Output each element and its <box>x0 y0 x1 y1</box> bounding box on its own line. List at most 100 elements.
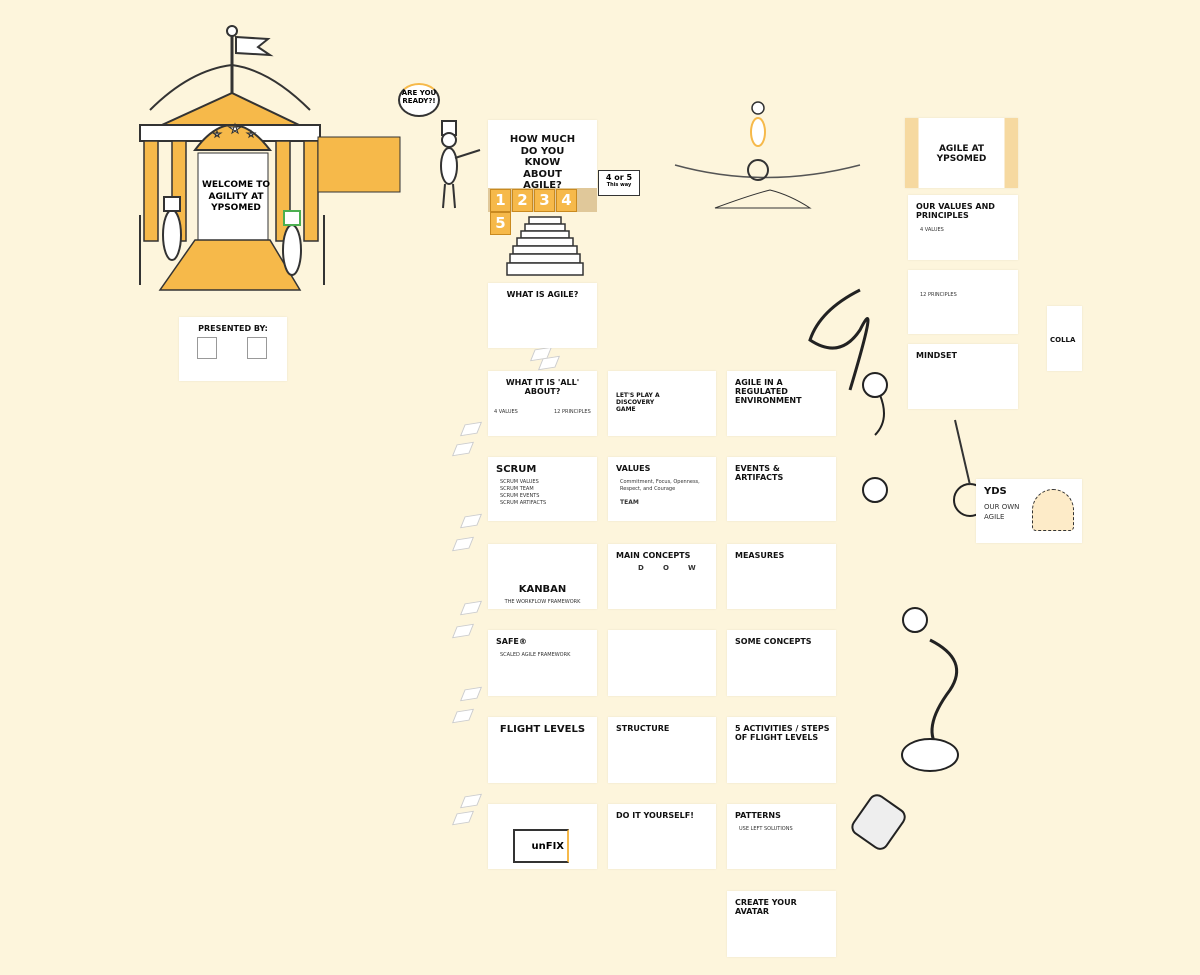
rating-3[interactable]: 3 <box>534 189 555 212</box>
card-title: EVENTS & ARTIFACTS <box>735 464 784 483</box>
safe-card[interactable]: SAFe® SCALED AGILE FRAMEWORK <box>488 630 597 696</box>
yds-card[interactable]: YDS OUR OWN AGILE <box>976 479 1082 543</box>
flight-levels-activities-card[interactable]: 5 ACTIVITIES / STEPS of FLIGHT LEVELS <box>727 717 836 783</box>
left-label: 4 VALUES <box>494 409 518 415</box>
kanban-main-concepts-card[interactable]: MAIN CONCEPTS D O W <box>608 544 716 609</box>
mindset-card[interactable]: MINDSET <box>908 344 1018 409</box>
presenter-photo <box>247 337 267 359</box>
sticky-note[interactable] <box>459 686 483 702</box>
card-title: YDS <box>984 486 1007 497</box>
unicycle-tightrope-illustration <box>674 101 861 209</box>
flight-levels-card[interactable]: FLIGHT LEVELS <box>488 717 597 783</box>
presented-by-title: PRESENTED BY: <box>198 324 268 333</box>
sticky-note[interactable] <box>451 708 475 724</box>
card-title: AGILE IN A REGULATED ENVIRONMENT <box>735 378 802 406</box>
card-title: LET'S PLAY A DISCOVERY GAME <box>616 392 660 413</box>
card-title: 5 ACTIVITIES / STEPS of FLIGHT LEVELS <box>735 724 830 743</box>
card-title: SAFe® <box>496 637 527 646</box>
team-label: TEAM <box>620 499 639 506</box>
card-subtitle: Commitment, Focus, Openness, Respect, an… <box>620 479 700 492</box>
ringmaster-illustration <box>440 120 481 209</box>
card-title: STRUCTURE <box>616 724 670 733</box>
welcome-title: WELCOME TO AGILITY AT YPSOMED <box>201 180 271 214</box>
scrum-topic: SCRUM VALUES <box>500 479 539 485</box>
regulated-environment-card[interactable]: AGILE IN A REGULATED ENVIRONMENT <box>727 371 836 436</box>
card-title: AGILE AT YPSOMED <box>936 144 987 165</box>
presented-by-card[interactable]: PRESENTED BY: <box>179 317 287 381</box>
card-title: FLIGHT LEVELS <box>499 724 586 735</box>
scrum-topic: SCRUM ARTIFACTS <box>500 500 547 506</box>
card-subtitle: 4 VALUES <box>920 227 944 233</box>
scrum-values-card[interactable]: VALUES Commitment, Focus, Openness, Respe… <box>608 457 716 521</box>
card-title: WHAT IS AGILE? <box>506 290 579 299</box>
card-title: WHAT IT IS 'ALL' ABOUT? <box>505 378 580 397</box>
sticky-note[interactable] <box>451 536 475 552</box>
kanban-card[interactable]: KANBAN THE WORKFLOW FRAMEWORK <box>488 544 597 609</box>
card-title: KANBAN <box>518 584 567 595</box>
sticky-note[interactable] <box>459 793 483 809</box>
kanban-measures-card[interactable]: MEASURES <box>727 544 836 609</box>
safe-big-picture-card[interactable] <box>608 630 716 696</box>
card-subtitle: SCALED AGILE FRAMEWORK <box>500 652 571 658</box>
presenter-photo <box>197 337 217 359</box>
sign-sub: This way <box>606 182 632 188</box>
card-title: MEASURES <box>735 551 785 560</box>
concept-letter: W <box>688 564 696 572</box>
card-subtitle: THE WORKFLOW FRAMEWORK <box>504 599 581 605</box>
card-title: SCRUM <box>496 464 537 475</box>
rope-loops-illustration <box>808 288 980 850</box>
card-title: PATTERNS <box>735 811 781 820</box>
what-is-agile-card[interactable]: WHAT IS AGILE? <box>488 283 597 348</box>
circus-tent-illustration <box>139 25 401 291</box>
card-title: MAIN CONCEPTS <box>616 551 691 560</box>
events-artifacts-card[interactable]: EVENTS & ARTIFACTS <box>727 457 836 521</box>
sticky-note[interactable] <box>459 513 483 529</box>
agile-at-ypsomed-card[interactable]: AGILE AT YPSOMED <box>905 118 1018 188</box>
stairs-illustration <box>506 216 584 276</box>
sign-main: 4 or 5 <box>605 173 633 182</box>
card-title: MINDSET <box>916 351 957 360</box>
team-crowd-icon <box>1032 489 1074 531</box>
discovery-game-card[interactable]: LET'S PLAY A DISCOVERY GAME <box>608 371 716 436</box>
card-subtitle: USE LEFT SOLUTIONS <box>739 826 793 832</box>
right-label: 12 PRINCIPLES <box>554 409 591 415</box>
concept-letter: D <box>638 564 644 572</box>
principles-card[interactable]: 12 PRINCIPLES <box>908 270 1018 334</box>
unfix-box: unFIX <box>513 829 569 863</box>
scrum-topic: SCRUM TEAM <box>500 486 534 492</box>
card-title: OUR VALUES AND PRINCIPLES <box>916 202 995 221</box>
sticky-note[interactable] <box>459 600 483 616</box>
sticky-note[interactable] <box>459 421 483 437</box>
card-title: VALUES <box>616 464 651 473</box>
speech-bubble: ARE YOU READY?! <box>398 83 440 117</box>
card-title: COLLA <box>1050 336 1076 344</box>
card-subtitle: 12 PRINCIPLES <box>920 292 957 298</box>
patterns-card[interactable]: PATTERNS USE LEFT SOLUTIONS <box>727 804 836 869</box>
card-title: DO IT YOURSELF! <box>616 811 694 820</box>
do-it-yourself-card[interactable]: DO IT YOURSELF! <box>608 804 716 869</box>
rating-2[interactable]: 2 <box>512 189 533 212</box>
safe-some-concepts-card[interactable]: SOME CONCEPTS <box>727 630 836 696</box>
rating-4[interactable]: 4 <box>556 189 577 212</box>
concept-letter: O <box>663 564 669 572</box>
quiz-title: HOW MUCH DO YOU KNOW ABOUT AGILE? <box>509 134 576 188</box>
collaboration-card[interactable]: COLLA <box>1047 306 1082 371</box>
sticky-note[interactable] <box>451 810 475 826</box>
rating-5[interactable]: 5 <box>490 212 511 235</box>
scrum-topic: SCRUM EVENTS <box>500 493 540 499</box>
create-avatar-card[interactable]: Create your avatar <box>727 891 836 957</box>
our-values-card[interactable]: OUR VALUES AND PRINCIPLES 4 VALUES <box>908 195 1018 260</box>
rating-1[interactable]: 1 <box>490 189 511 212</box>
sticky-note[interactable] <box>451 441 475 457</box>
card-subtitle: OUR OWN AGILE <box>984 503 1020 521</box>
sticky-note[interactable] <box>451 623 475 639</box>
flight-levels-structure-card[interactable]: STRUCTURE <box>608 717 716 783</box>
direction-sign: 4 or 5 This way <box>598 170 640 196</box>
card-title: Create your avatar <box>735 898 797 917</box>
quiz-card[interactable]: HOW MUCH DO YOU KNOW ABOUT AGILE? <box>488 120 597 188</box>
what-it-is-all-about-card[interactable]: WHAT IT IS 'ALL' ABOUT? 4 VALUES 12 PRINCI… <box>488 371 597 436</box>
card-title: SOME CONCEPTS <box>735 637 812 646</box>
unfix-card[interactable]: unFIX <box>488 804 597 869</box>
